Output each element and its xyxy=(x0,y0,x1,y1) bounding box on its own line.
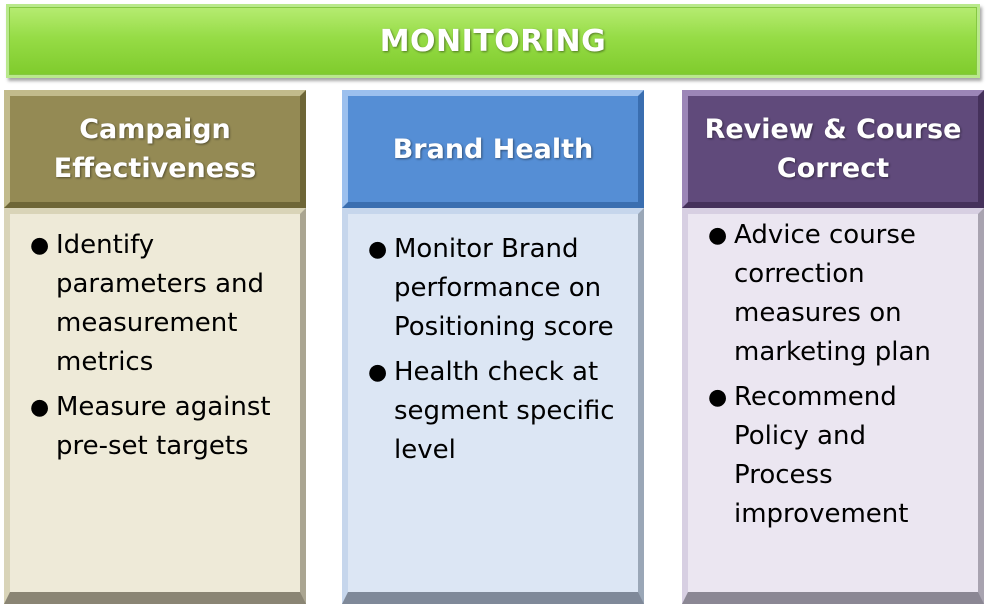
review-course-correct-column: Review & Course Correct ●Advice course c… xyxy=(682,90,984,604)
monitoring-banner: MONITORING xyxy=(6,4,980,78)
column-body: ●Advice course correction measures on ma… xyxy=(682,208,984,604)
bullet-text: Measure against pre-set targets xyxy=(56,392,271,461)
bullet-icon: ● xyxy=(708,223,728,248)
column-heading: Brand Health xyxy=(342,90,644,208)
bullet-icon: ● xyxy=(368,237,388,262)
list-item: ●Identify parameters and measurement met… xyxy=(30,226,290,382)
column-heading: Review & Course Correct xyxy=(682,90,984,208)
bullet-text: Identify parameters and measurement metr… xyxy=(56,230,264,377)
column-body: ●Identify parameters and measurement met… xyxy=(4,208,306,604)
column-body: ●Monitor Brand performance on Positionin… xyxy=(342,208,644,604)
bullet-text: Health check at segment specific level xyxy=(394,357,615,465)
bullet-icon: ● xyxy=(30,395,50,420)
list-item: ●Measure against pre-set targets xyxy=(30,388,290,466)
bullet-icon: ● xyxy=(368,360,388,385)
list-item: ●Health check at segment specific level xyxy=(368,353,628,470)
banner-title: MONITORING xyxy=(379,23,607,59)
list-item: ●Recommend Policy and Process improvemen… xyxy=(708,378,968,534)
bullet-text: Monitor Brand performance on Positioning… xyxy=(394,234,614,342)
bullet-text: Recommend Policy and Process improvement xyxy=(734,382,909,529)
list-item: ●Advice course correction measures on ma… xyxy=(708,216,968,372)
column-heading: Campaign Effectiveness xyxy=(4,90,306,208)
list-item: ●Monitor Brand performance on Positionin… xyxy=(368,230,628,347)
brand-health-column: Brand Health ●Monitor Brand performance … xyxy=(342,90,644,604)
bullet-icon: ● xyxy=(30,233,50,258)
bullet-text: Advice course correction measures on mar… xyxy=(734,220,931,367)
bullet-icon: ● xyxy=(708,385,728,410)
campaign-effectiveness-column: Campaign Effectiveness ●Identify paramet… xyxy=(4,90,306,604)
